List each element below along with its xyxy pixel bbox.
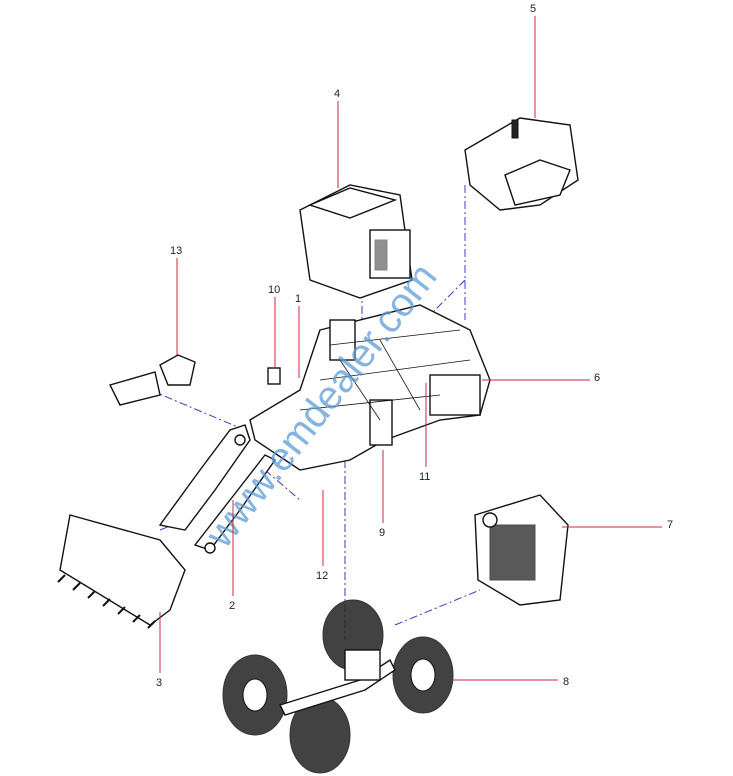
callout-11: 11: [419, 471, 430, 483]
part-5-hood: [464, 117, 579, 211]
callout-13: 13: [170, 245, 182, 257]
callout-9: 9: [379, 527, 385, 539]
callout-6: 6: [594, 372, 600, 384]
part-7-engine: [474, 494, 569, 606]
callout-10: 10: [268, 284, 280, 296]
callout-1: 1: [295, 293, 301, 305]
part-13-box: [108, 354, 196, 406]
part-4-cab: [299, 184, 413, 299]
part-2-loader-arm: [158, 424, 277, 554]
callout-8: 8: [563, 676, 569, 688]
callout-12: 12: [316, 570, 328, 582]
part-frame-and-chassis: [249, 304, 491, 471]
callout-4: 4: [334, 88, 340, 100]
part-3-bucket: [57, 514, 186, 629]
part-8-axles-and-tires: [222, 599, 454, 774]
callout-2: 2: [229, 600, 235, 612]
callout-7: 7: [667, 519, 673, 531]
callout-3: 3: [156, 677, 162, 689]
callout-5: 5: [530, 3, 536, 15]
callout-labels: 5 4 13 10 1 6 11 9 7 12 2 3 8: [156, 3, 673, 689]
leader-lines: [159, 16, 662, 681]
